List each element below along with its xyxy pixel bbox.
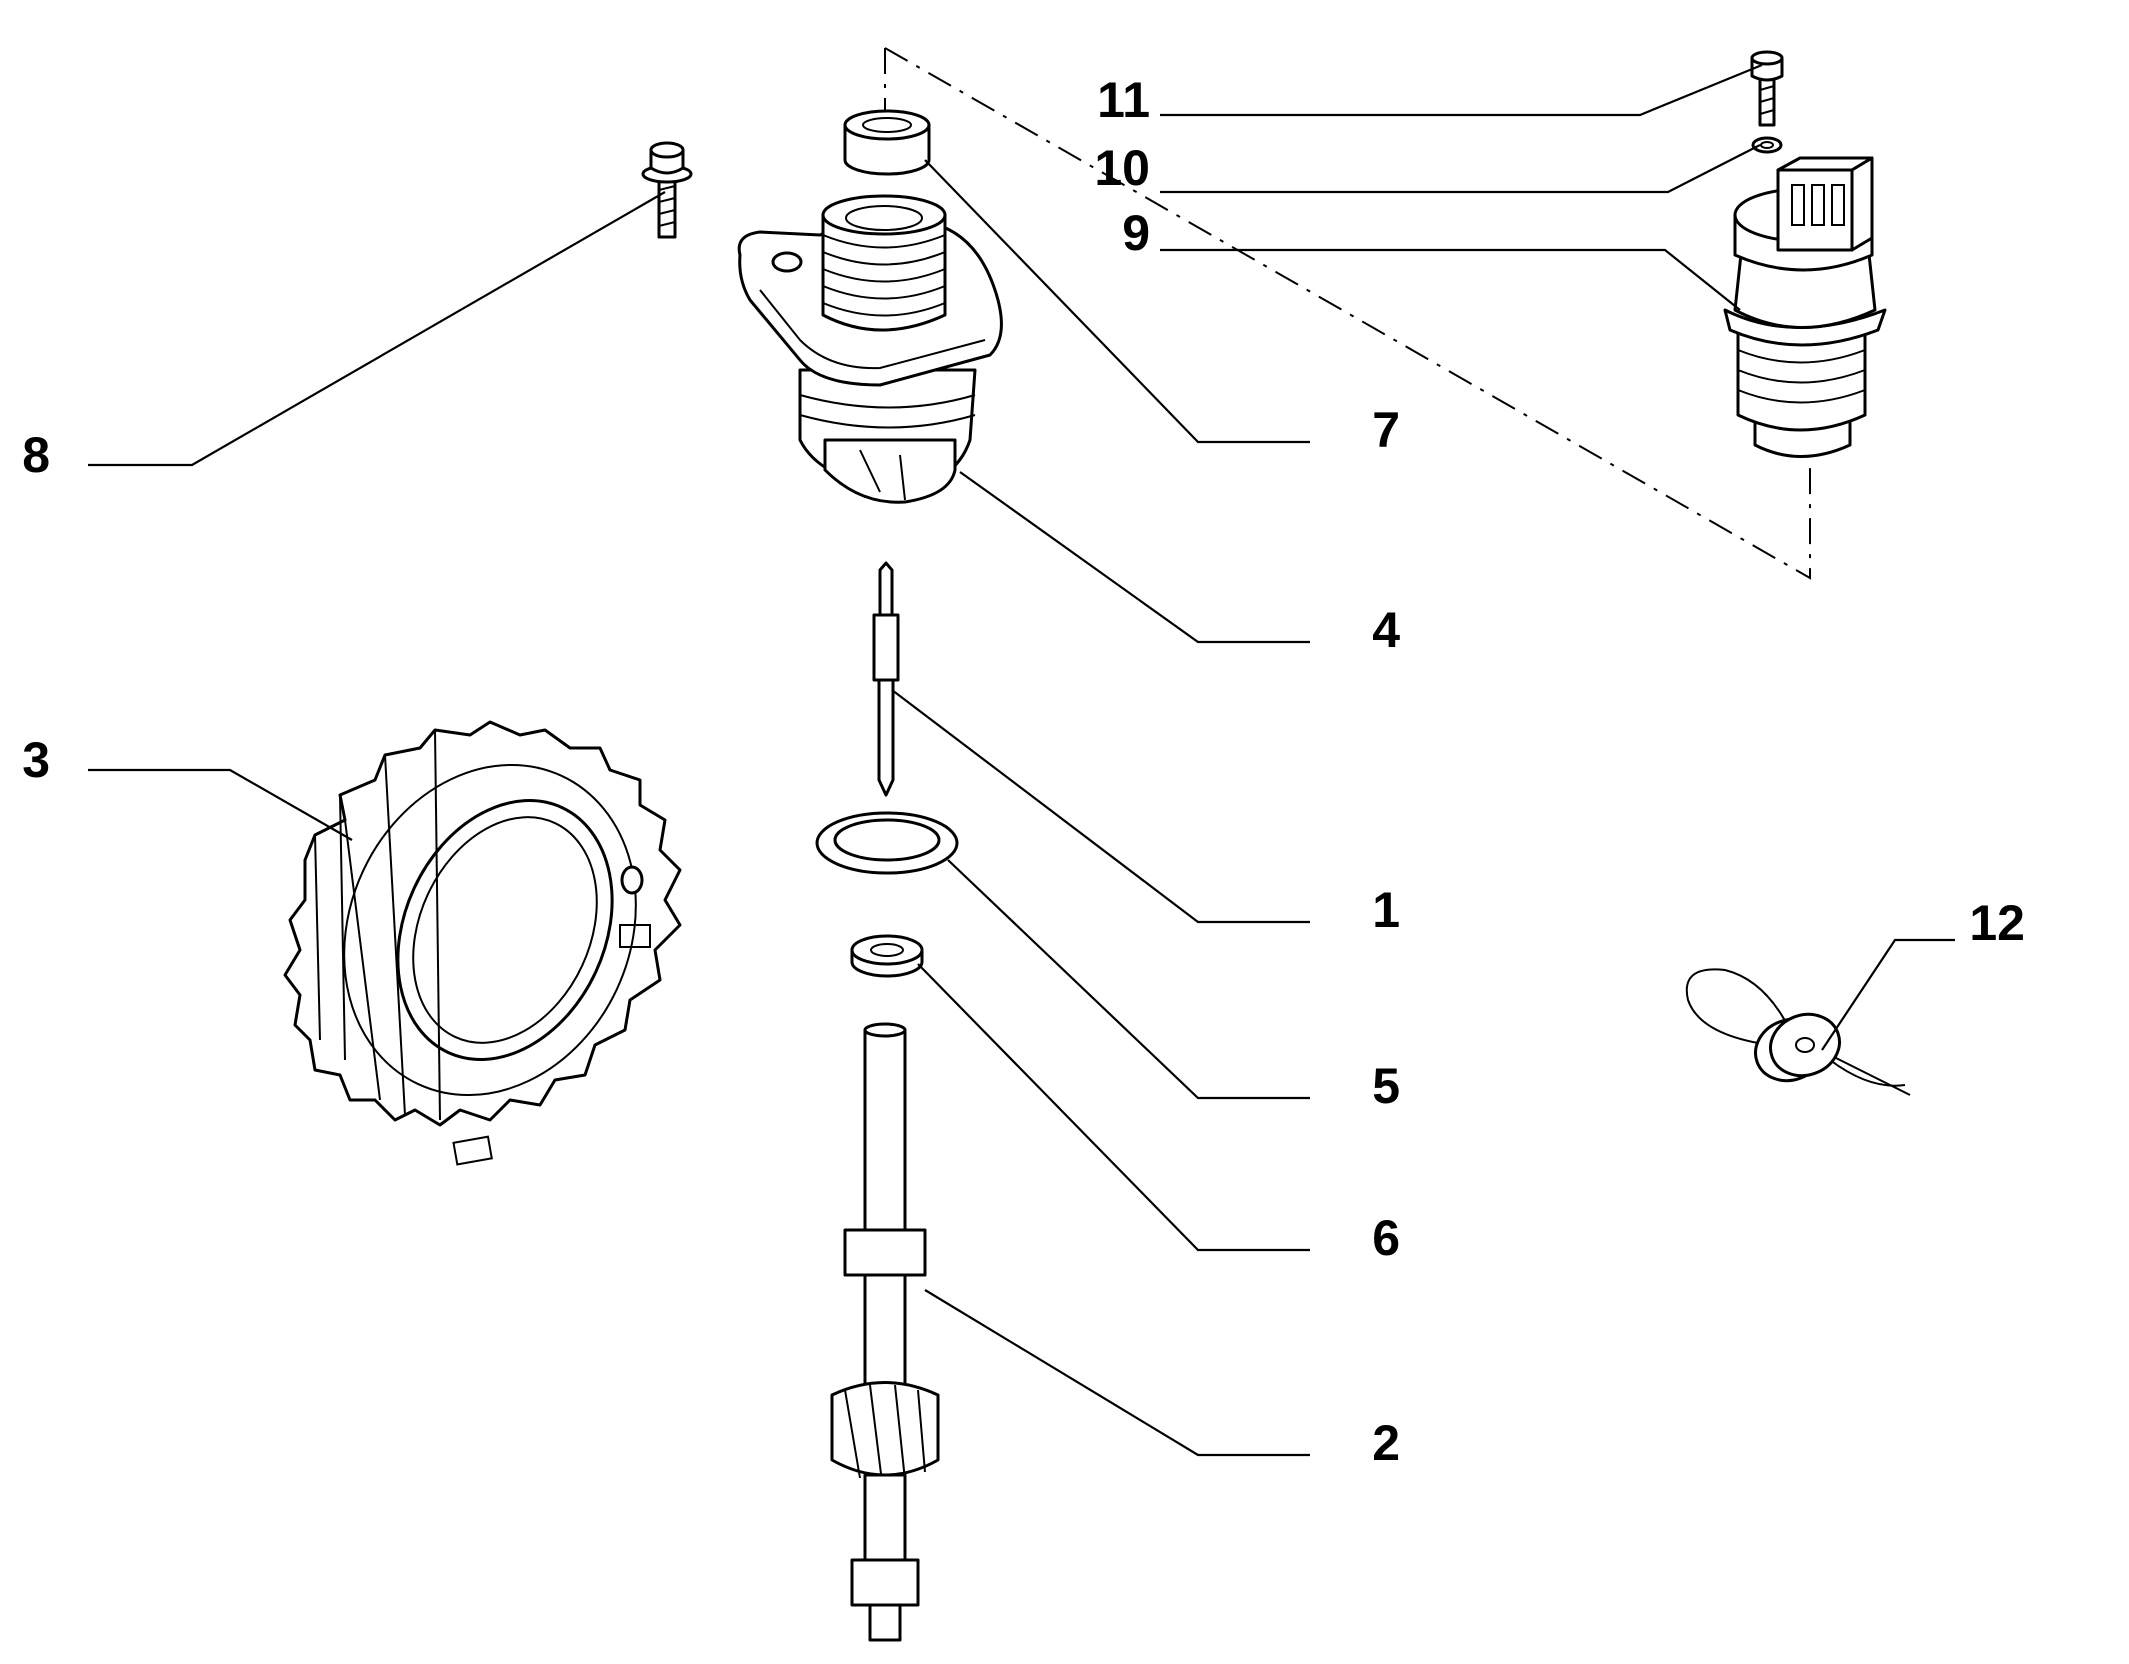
callout-5: 5 [1372, 1058, 1400, 1114]
callout-10: 10 [1094, 140, 1150, 196]
callout-4: 4 [1372, 602, 1400, 658]
pinion-shaft-icon [830, 1022, 940, 1642]
leader-line-7 [924, 159, 1310, 444]
leader-line-8 [88, 191, 666, 467]
callout-1: 1 [1372, 882, 1400, 938]
leader-line-9 [1160, 248, 1741, 311]
sensor-housing-icon [737, 194, 1003, 504]
leader-line-10 [1160, 144, 1761, 194]
leader-line-1 [891, 689, 1310, 924]
assembly-reference-line [884, 47, 1811, 580]
lead-seal-icon [1685, 968, 1911, 1096]
o-ring-icon [815, 811, 959, 875]
drive-pin-icon [872, 561, 900, 797]
leader-line-11 [1160, 63, 1763, 117]
washer-icon [850, 934, 924, 978]
seal-ring-icon [843, 109, 931, 176]
leader-line-2 [924, 1289, 1310, 1457]
callout-3: 3 [22, 732, 50, 788]
callout-8: 8 [22, 427, 50, 483]
callout-9: 9 [1122, 205, 1150, 261]
leader-line-4 [959, 471, 1310, 644]
callout-7: 7 [1372, 402, 1400, 458]
callout-12: 12 [1969, 895, 2025, 951]
callout-2: 2 [1372, 1415, 1400, 1471]
crown-gear-icon [283, 720, 682, 1166]
leader-line-3 [88, 768, 353, 841]
callout-6: 6 [1372, 1210, 1400, 1266]
speed-sensor-icon [1723, 156, 1887, 458]
screw-icon [1750, 50, 1784, 127]
small-washer-icon [1751, 136, 1783, 154]
leader-line-6 [917, 963, 1310, 1252]
leader-line-12 [1821, 938, 1955, 1051]
leader-line-5 [947, 859, 1310, 1100]
callout-11: 11 [1097, 72, 1150, 128]
flange-bolt-icon [641, 141, 693, 239]
